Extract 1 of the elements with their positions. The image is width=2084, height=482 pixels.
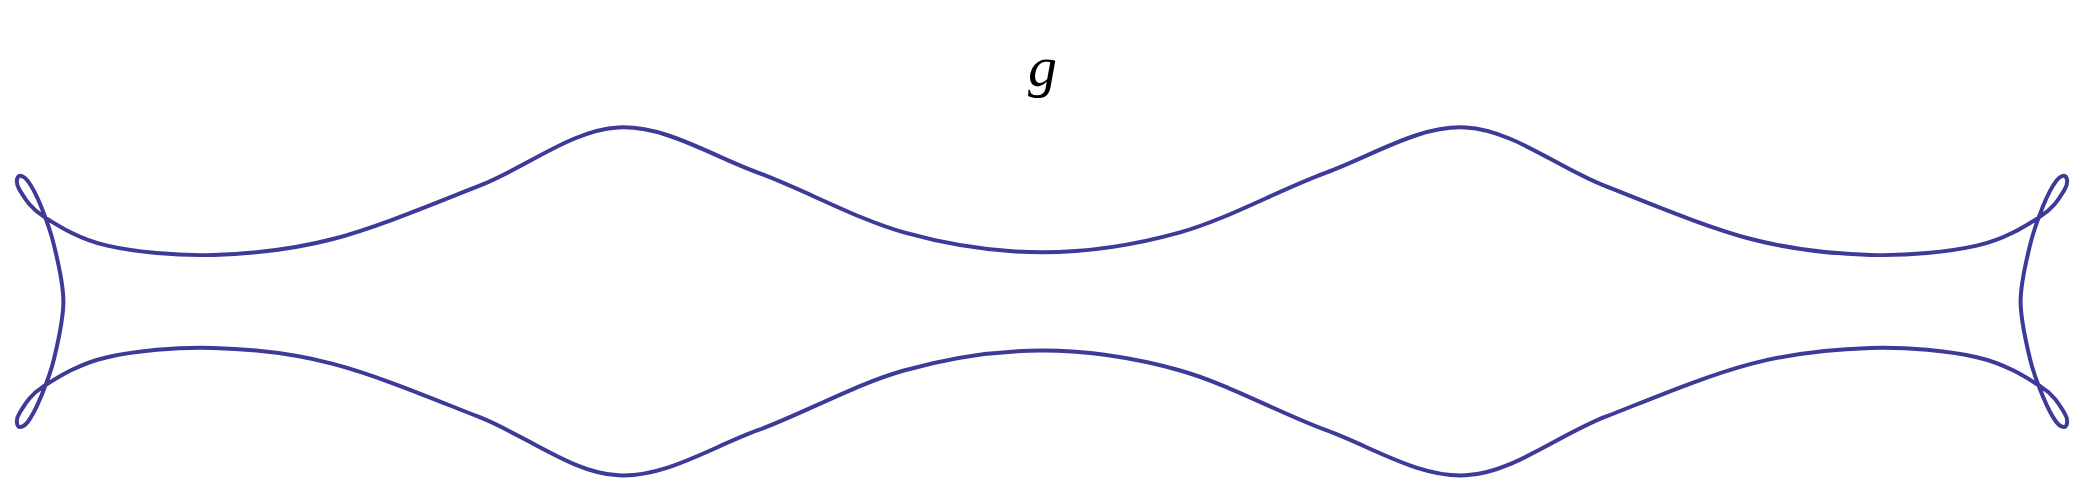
curve-label: g [1028, 38, 1057, 96]
